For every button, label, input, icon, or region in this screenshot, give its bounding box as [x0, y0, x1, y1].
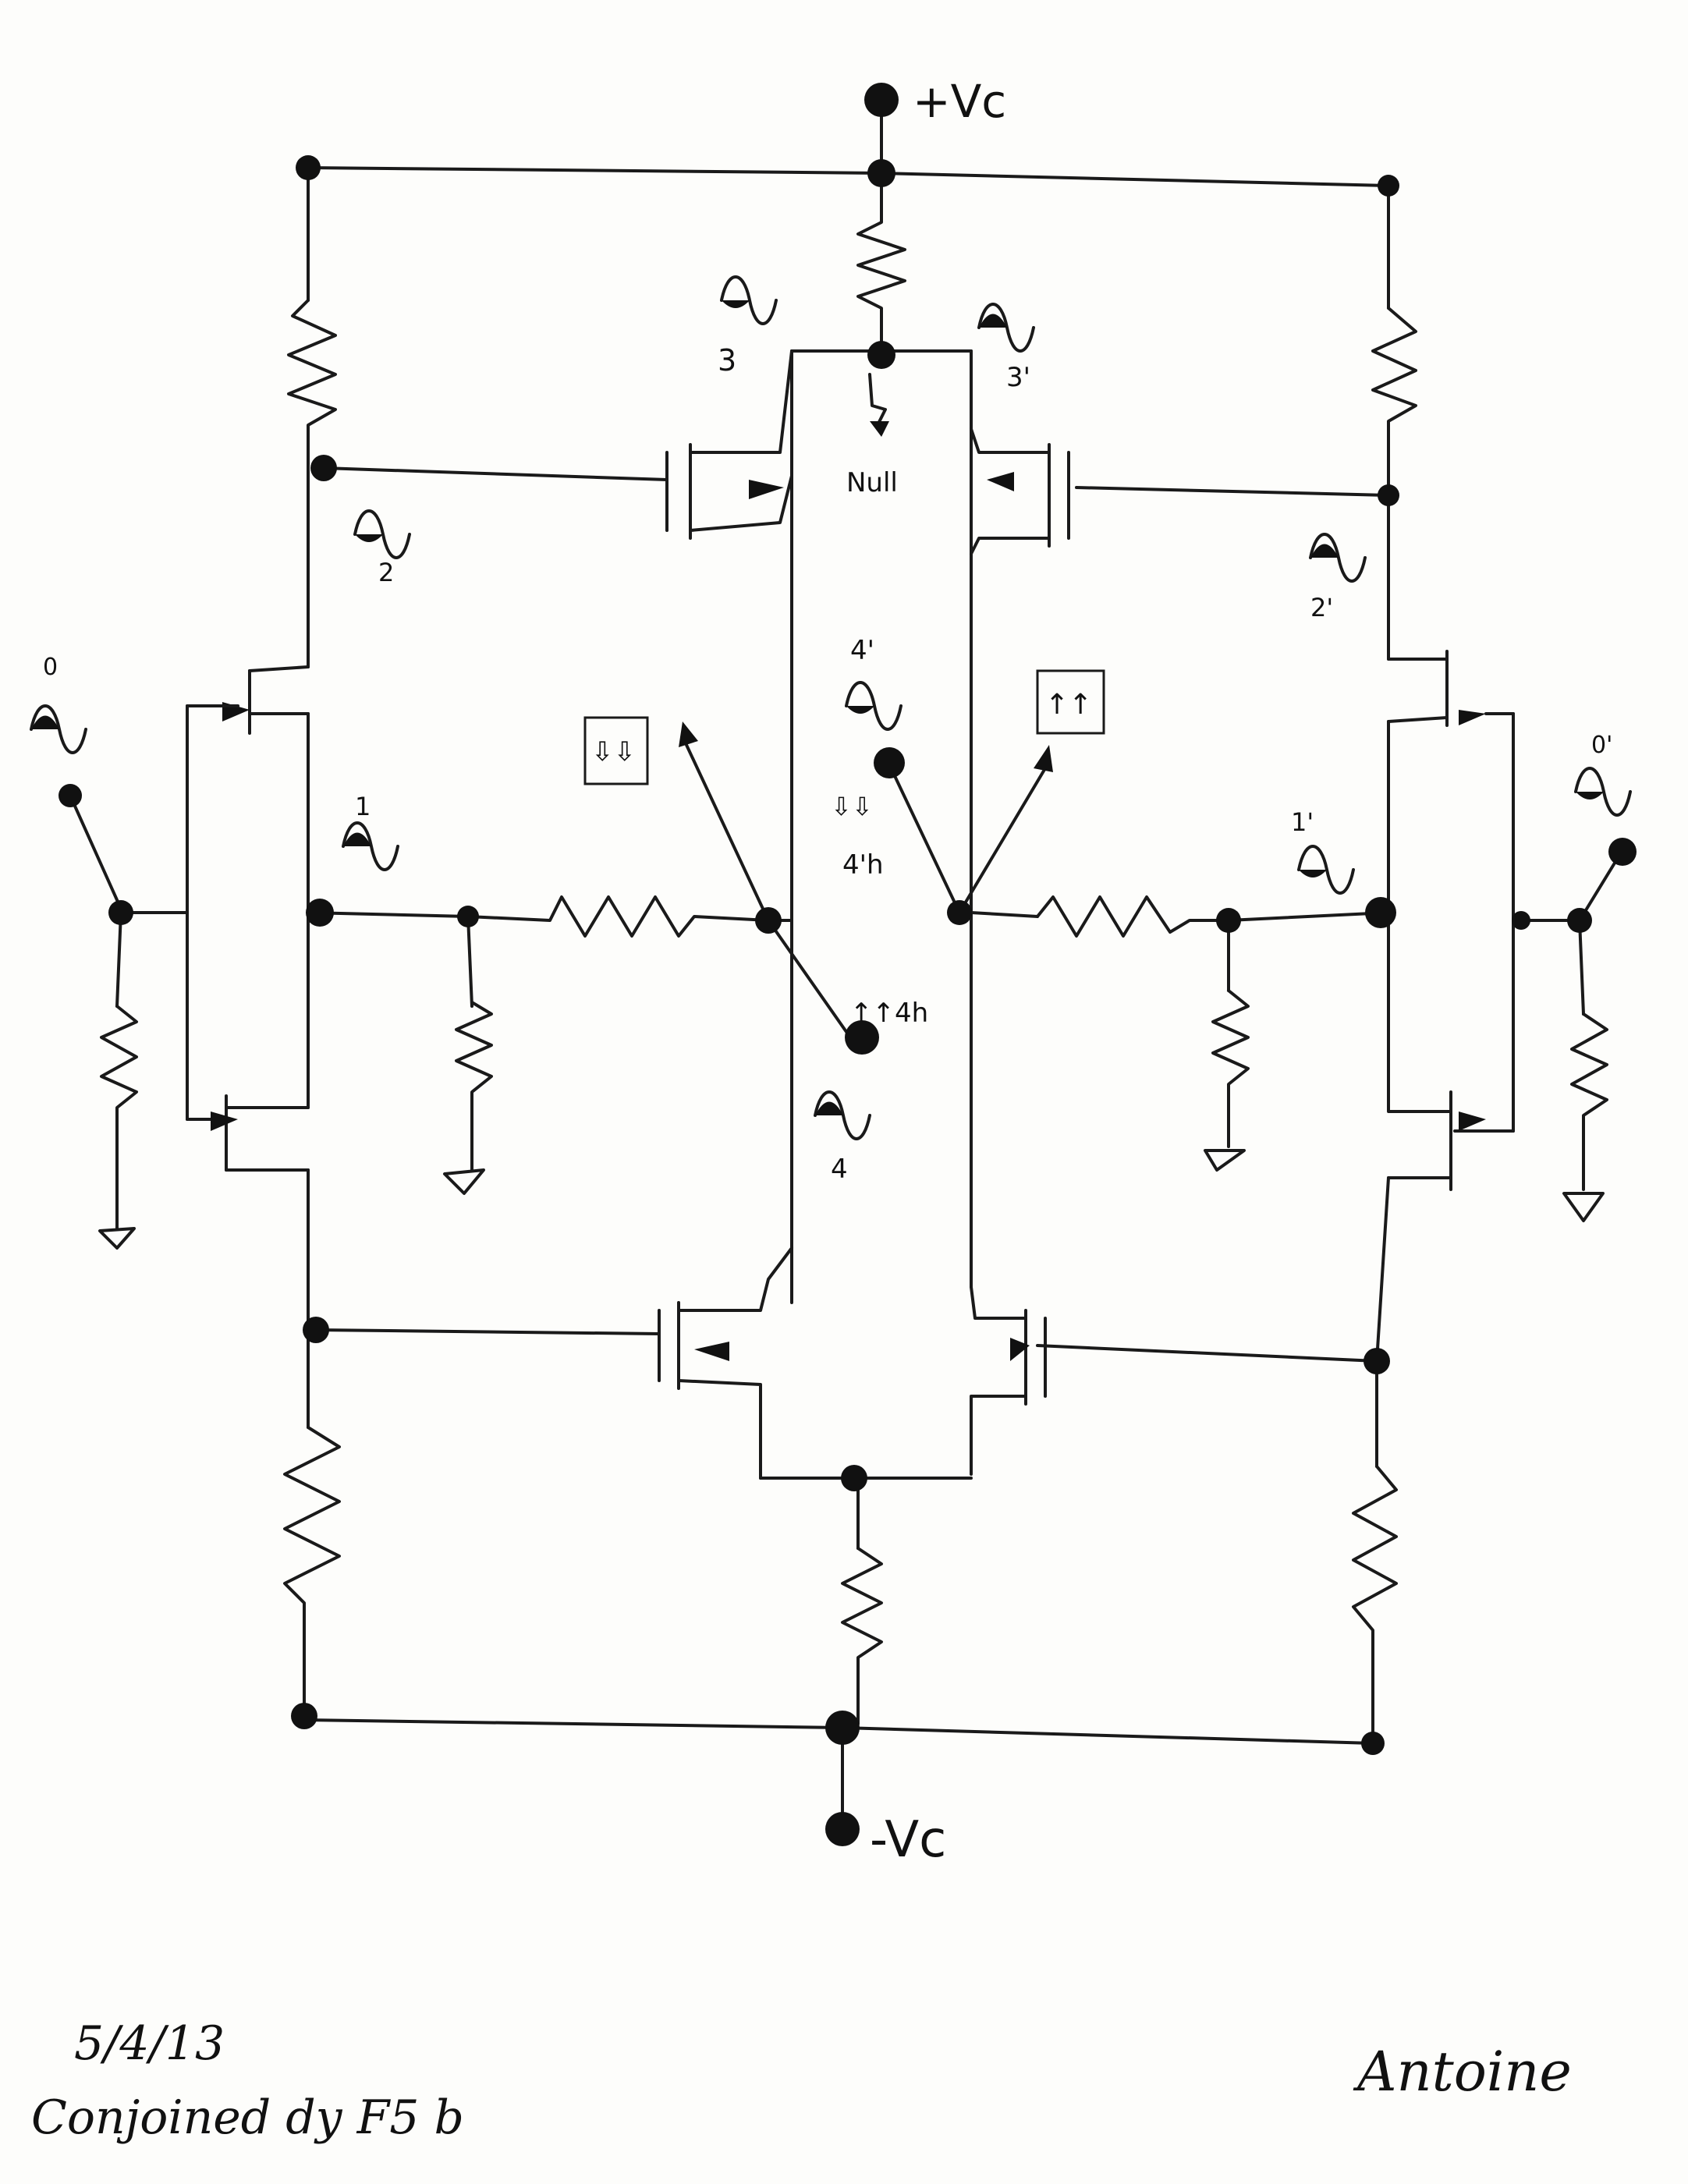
top-center-resistor	[856, 172, 906, 353]
left-top-resistor	[287, 299, 337, 466]
right-bottom-resistor	[1352, 1465, 1398, 1745]
spin-arrows-4prime-h: ⇩⇩	[831, 792, 873, 821]
ground-right-shunt	[1204, 1149, 1246, 1172]
node-4	[845, 1020, 879, 1055]
spin-box-right: ↑↑	[1036, 669, 1105, 735]
right-top-resistor	[1371, 307, 1417, 497]
node-0-prime-input	[1608, 838, 1637, 866]
signature: Antoine	[1353, 2040, 1572, 2104]
bottom-center-resistor	[841, 1547, 883, 1725]
node-positive-supply	[864, 83, 899, 117]
date-label: 5/4/13	[74, 2016, 225, 2071]
waveform-glyphs	[30, 275, 1632, 1140]
label-node-4h: ↑↑4h	[850, 998, 928, 1029]
node-negative-supply	[825, 1812, 860, 1846]
svg-text:⇩⇩: ⇩⇩	[591, 736, 636, 768]
left-input-resistor	[100, 1005, 138, 1230]
left-middle	[307, 722, 852, 1195]
caption-label: Conjoined dy F5 b	[31, 2090, 464, 2145]
positive-supply-label: +Vc	[913, 75, 1006, 128]
label-node-2: 2	[378, 558, 394, 587]
label-node-2-prime: 2'	[1310, 593, 1333, 622]
ground-left-shunt	[443, 1168, 485, 1195]
label-node-0-prime: 0'	[1591, 732, 1612, 759]
null-label: Null	[846, 467, 898, 498]
right-input-resistor	[1570, 1012, 1608, 1191]
left-shunt-resistor	[455, 1001, 493, 1172]
spin-box-left: ⇩⇩	[583, 716, 649, 785]
right-shunt-resistor	[1211, 989, 1250, 1148]
node-4-prime	[874, 747, 905, 778]
bottom-rail	[303, 1477, 1374, 1827]
left-bottom-resistor	[283, 1426, 341, 1718]
label-node-1: 1	[355, 792, 371, 821]
label-node-4-prime: 4'	[850, 635, 874, 666]
ground-left-input	[98, 1227, 136, 1250]
label-node-4: 4	[831, 1154, 848, 1185]
node-0-input	[59, 784, 82, 807]
ground-right-input	[1562, 1192, 1605, 1222]
left-horizontal-resistor	[466, 895, 770, 938]
right-branch	[970, 184, 1515, 1745]
right-horizontal-resistor	[1036, 895, 1230, 938]
right-input	[1512, 849, 1624, 1222]
left-input	[69, 794, 138, 1250]
label-node-1-prime: 1'	[1291, 807, 1314, 837]
negative-supply-label: -Vc	[870, 1811, 946, 1869]
label-node-3: 3	[718, 343, 736, 378]
label-node-0: 0	[43, 654, 58, 681]
label-node-3-prime: 3'	[1006, 362, 1030, 393]
svg-text:↑↑: ↑↑	[1045, 689, 1092, 721]
junction-dots	[59, 83, 1637, 1846]
arrow-left-top-fet	[749, 480, 784, 499]
label-node-4-prime-h: 4'h	[842, 849, 884, 881]
left-branch	[115, 166, 793, 1725]
